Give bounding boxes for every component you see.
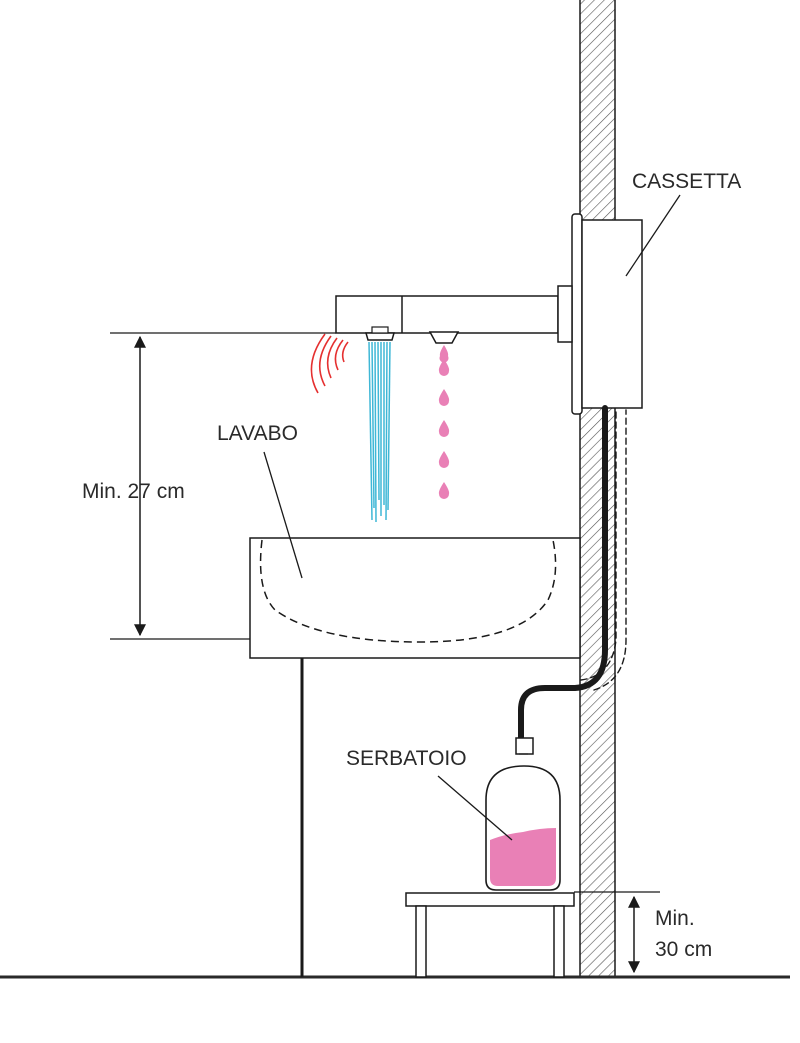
wall <box>579 0 616 978</box>
soap-drop-icon <box>439 345 449 363</box>
sensor-waves-icon <box>310 333 349 394</box>
min-30cm-label-line2: 30 cm <box>655 938 712 961</box>
min-30cm-label-line1: Min. <box>655 907 695 930</box>
soap-drops <box>438 345 450 499</box>
soap-drop-icon <box>438 420 450 437</box>
supply-tube <box>518 405 627 743</box>
water-stream <box>368 341 391 523</box>
serbatoio-label: SERBATOIO <box>346 747 467 770</box>
faucet <box>335 285 573 344</box>
min-27cm-label: Min. 27 cm <box>82 480 185 503</box>
soap-drop-icon <box>438 482 450 499</box>
serbatoio-tank <box>485 737 561 891</box>
dimension-min-30cm <box>574 891 660 974</box>
leader-serbatoio <box>437 775 513 841</box>
leader-lavabo <box>263 451 303 579</box>
stool <box>405 892 575 978</box>
lavabo-label: LAVABO <box>217 422 298 445</box>
lavabo-sink <box>249 537 581 659</box>
leader-cassetta <box>625 194 681 277</box>
cassetta-label: CASSETTA <box>632 170 741 193</box>
soap-drop-icon <box>438 359 450 376</box>
soap-drop-icon <box>438 389 450 406</box>
soap-drop-icon <box>438 451 450 468</box>
cassetta-box <box>571 213 643 415</box>
dimension-min-27cm <box>110 332 336 640</box>
